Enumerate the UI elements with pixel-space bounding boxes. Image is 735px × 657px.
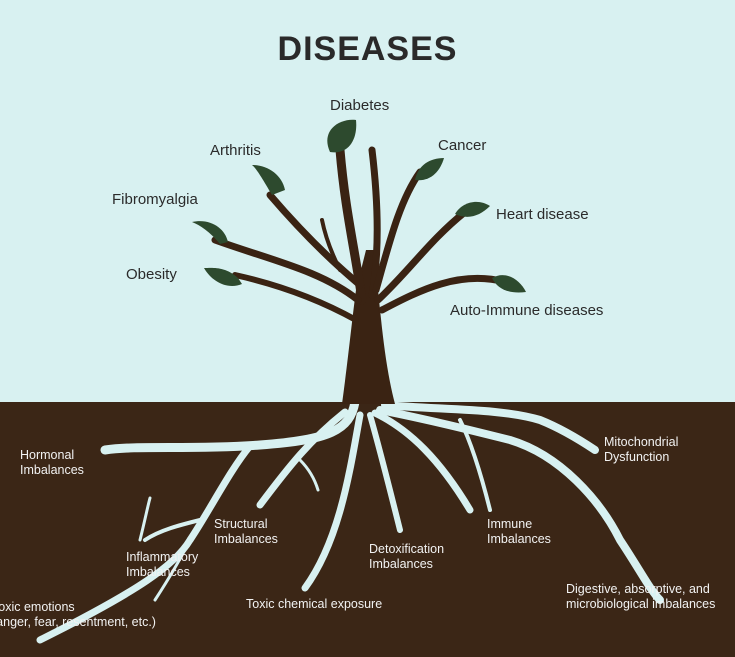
page-title: DISEASES [277, 30, 458, 68]
leaf-arthritis [252, 165, 285, 195]
leaf-obesity [204, 267, 242, 287]
tree-leaves [192, 119, 526, 293]
leaf-heart [455, 201, 490, 217]
label-auto-immune: Auto-Immune diseases [450, 302, 604, 319]
label-cancer: Cancer [438, 137, 487, 154]
root-label-hormonal: Hormonal Imbalances [20, 448, 84, 477]
label-arthritis: Arthritis [210, 142, 261, 159]
root-label-inflammatory: Inflammatory Imbalances [126, 550, 199, 579]
root-label-structural: Structural Imbalances [214, 517, 278, 546]
root-label-detoxification: Detoxification Imbalances [369, 542, 445, 571]
root-label-mitochondrial: Mitochondrial Dysfunction [604, 435, 679, 464]
leaf-diabetes [327, 119, 357, 153]
root-label-toxic-chemical: Toxic chemical exposure [246, 597, 383, 611]
root-label-digestive: Digestive, absorptive, and microbiologic… [566, 582, 716, 611]
tree-trunk [342, 250, 395, 404]
leaf-cancer [415, 158, 444, 181]
leaf-fibromyalgia [192, 221, 228, 244]
root-label-toxic-emotions: Toxic emotions (anger, fear, resentment,… [0, 600, 156, 629]
tree-branches [211, 145, 509, 323]
label-heart-disease: Heart disease [496, 206, 589, 223]
label-obesity: Obesity [126, 266, 177, 283]
tree-roots [36, 397, 664, 644]
root-label-immune: Immune Imbalances [487, 517, 551, 546]
leaf-autoimmune [492, 275, 526, 293]
label-fibromyalgia: Fibromyalgia [112, 191, 198, 208]
label-diabetes: Diabetes [330, 97, 390, 114]
